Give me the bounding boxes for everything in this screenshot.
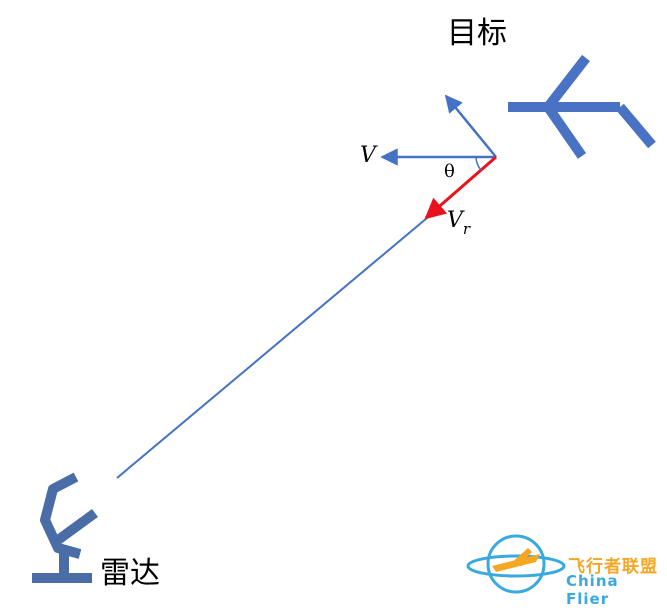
radial-velocity-label: Vr xyxy=(447,208,471,239)
radial-velocity-label-base: V xyxy=(447,208,463,233)
aircraft-target-icon xyxy=(508,54,656,159)
line-of-sight xyxy=(116,217,428,479)
radar-label: 雷达 xyxy=(100,556,160,591)
watermark-cn: 飞行者联盟 xyxy=(568,557,658,577)
angle-arc xyxy=(475,156,482,171)
radial-velocity-label-sub: r xyxy=(462,220,471,239)
china-flier-logo-icon xyxy=(466,534,566,594)
target-label: 目标 xyxy=(447,16,507,51)
normal-vector-arrow xyxy=(444,94,497,158)
velocity-label: V xyxy=(360,143,376,168)
radial-velocity-arrow xyxy=(424,155,497,220)
radar-dish-icon xyxy=(32,472,98,583)
watermark-en: China Flier xyxy=(566,572,619,608)
angle-theta-label: θ xyxy=(444,161,455,182)
